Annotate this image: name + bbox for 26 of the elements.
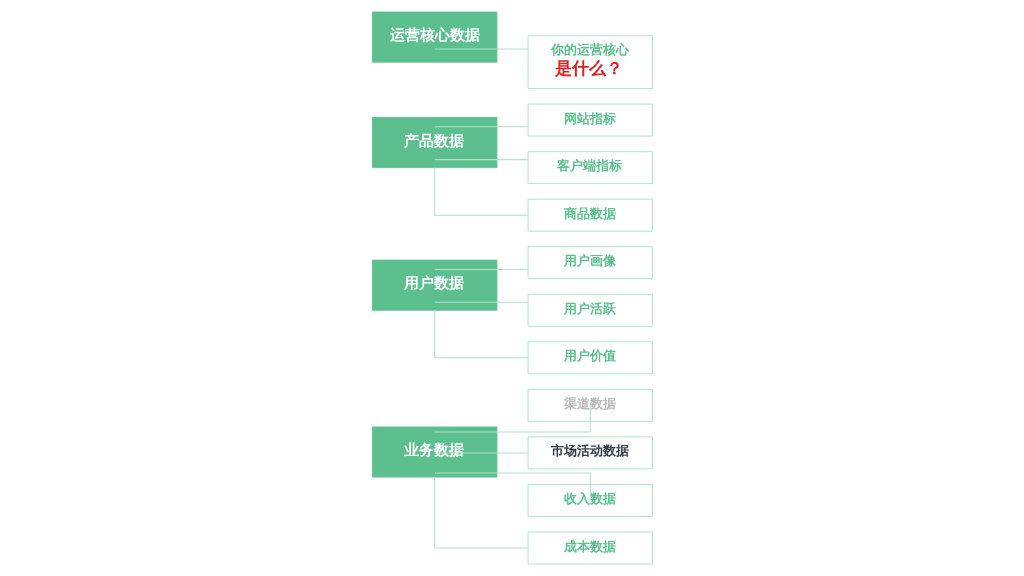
connector (433, 167, 529, 216)
node-box: 产品数据 (371, 117, 497, 169)
node-box: 业务数据 (371, 426, 497, 478)
node-box: 用户数据 (371, 259, 497, 311)
node-box: 渠道数据 (527, 388, 653, 422)
connector (433, 476, 529, 549)
connector (433, 301, 529, 303)
connector (433, 404, 591, 433)
node-box: 用户活跃 (527, 293, 653, 327)
node-box: 网站指标 (527, 103, 653, 137)
connector (433, 472, 591, 501)
connector (433, 268, 529, 270)
connector (433, 309, 529, 359)
node-box: 成本数据 (527, 531, 653, 565)
node-box: 收入数据 (527, 484, 653, 517)
connector (433, 452, 529, 454)
connector (433, 159, 529, 161)
node-box: 市场活动数据 (527, 436, 653, 470)
node-box: 用户价值 (527, 341, 653, 375)
connector (433, 48, 529, 50)
node-box: 运营核心数据 (371, 11, 497, 63)
node-box: 客户端指标 (527, 151, 653, 185)
node-box: 商品数据 (527, 198, 653, 232)
node-box: 你的运营核心 是什么？ (527, 35, 653, 89)
connector (433, 126, 529, 128)
node-box: 用户画像 (527, 246, 653, 280)
